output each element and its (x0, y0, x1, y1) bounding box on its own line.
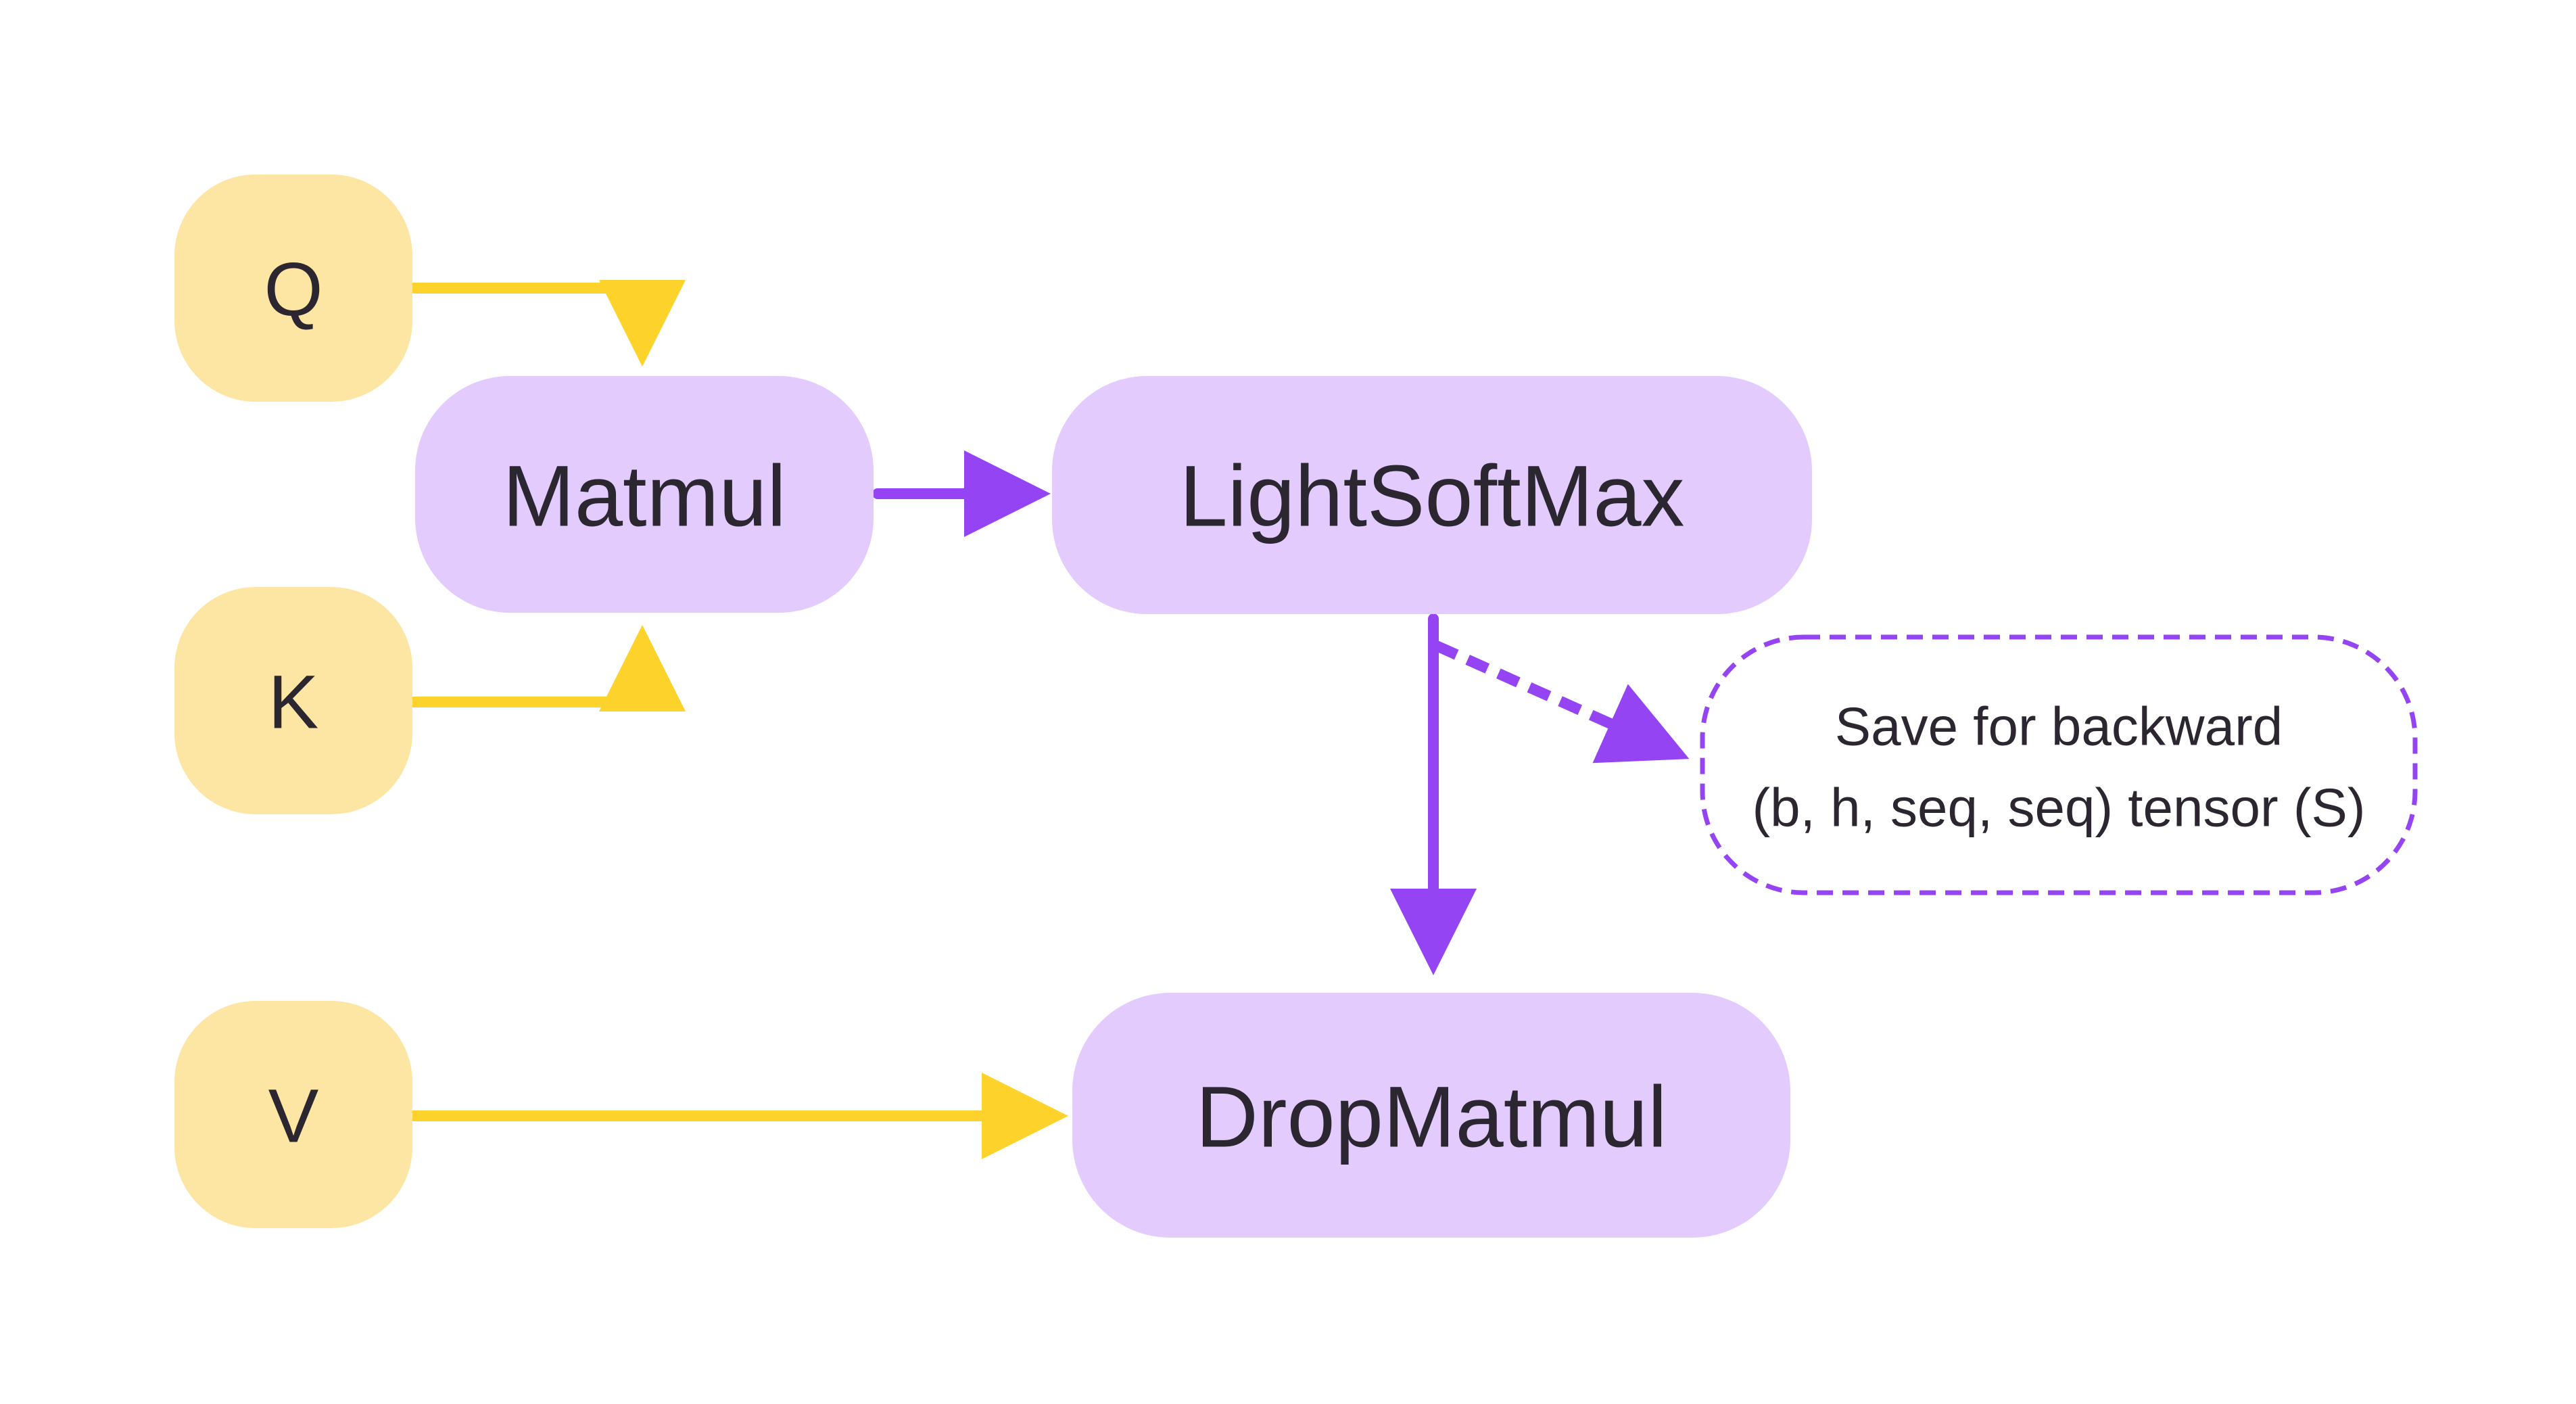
node-dropmatmul: DropMatmul (1072, 993, 1790, 1238)
node-lightsoftmax: LightSoftMax (1052, 376, 1812, 614)
edge-lightsoftmax-to-save-note (1434, 640, 1690, 764)
node-matmul: Matmul (415, 376, 874, 613)
note-line-2: (b, h, seq, seq) tensor (S) (1752, 778, 2365, 838)
node-lightsoftmax-label: LightSoftMax (1179, 448, 1684, 545)
edges (408, 280, 1690, 1159)
node-k: K (174, 587, 412, 814)
edge-q-to-matmul (408, 280, 686, 367)
edge-k-to-matmul (408, 625, 686, 711)
node-q: Q (174, 174, 412, 402)
node-k-label: K (268, 660, 319, 745)
node-q-label: Q (264, 248, 323, 332)
note-line-1: Save for backward (1835, 697, 2283, 757)
save-for-backward-note: Save for backward (b, h, seq, seq) tenso… (1700, 634, 2418, 895)
node-matmul-label: Matmul (502, 448, 786, 545)
node-v: V (174, 1001, 412, 1228)
node-dropmatmul-label: DropMatmul (1195, 1069, 1667, 1166)
node-v-label: V (268, 1074, 319, 1159)
